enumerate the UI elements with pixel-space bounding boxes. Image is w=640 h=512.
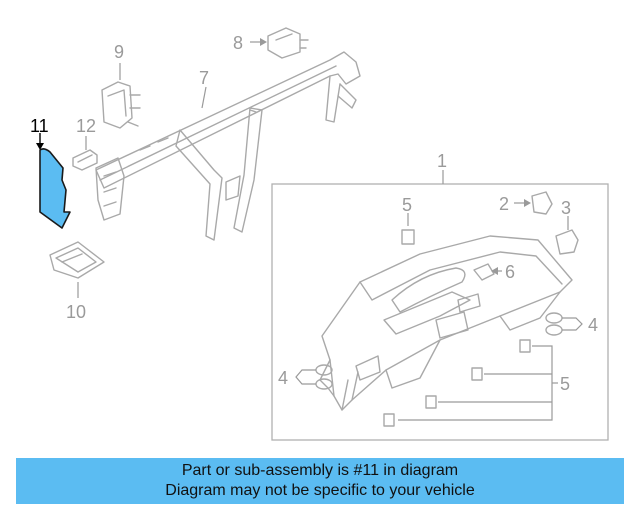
part-5-clips-bottom	[383, 339, 558, 427]
part-6	[473, 263, 502, 281]
part-4-left	[295, 364, 333, 390]
callout-2: 2	[499, 194, 509, 214]
callout-10: 10	[66, 302, 86, 322]
callout-4b: 4	[588, 315, 598, 335]
callout-11: 11	[30, 116, 49, 136]
callout-4a: 4	[278, 368, 288, 388]
caption-line-1: Part or sub-assembly is #11 in diagram	[181, 462, 459, 479]
part-1-instrument-panel	[319, 235, 573, 411]
callout-6: 6	[505, 262, 515, 282]
callout-11-arrow	[36, 133, 44, 150]
callout-9: 9	[114, 42, 124, 62]
caption-banner: Part or sub-assembly is #11 in diagram D…	[16, 458, 624, 504]
caption-line-2: Diagram may not be specific to your vehi…	[165, 482, 475, 499]
part-3	[555, 216, 579, 255]
callout-5a: 5	[402, 195, 412, 215]
part-1-frame	[271, 183, 609, 441]
part-7-crossbeam	[95, 51, 361, 241]
callout-7: 7	[199, 68, 209, 88]
callout-3: 3	[561, 198, 571, 218]
part-11-highlighted[interactable]	[39, 148, 71, 229]
part-5-clip-top	[401, 213, 415, 245]
part-10	[49, 241, 105, 298]
callout-12: 12	[76, 116, 96, 136]
callout-5b: 5	[560, 374, 570, 394]
part-9	[101, 63, 141, 129]
part-8	[250, 27, 309, 59]
callout-1: 1	[437, 151, 447, 171]
part-4-right	[545, 312, 583, 336]
part-12	[72, 136, 98, 171]
callout-8: 8	[233, 33, 243, 53]
parts-diagram: 11 12 9 8 7	[30, 27, 609, 441]
part-2	[514, 191, 553, 215]
